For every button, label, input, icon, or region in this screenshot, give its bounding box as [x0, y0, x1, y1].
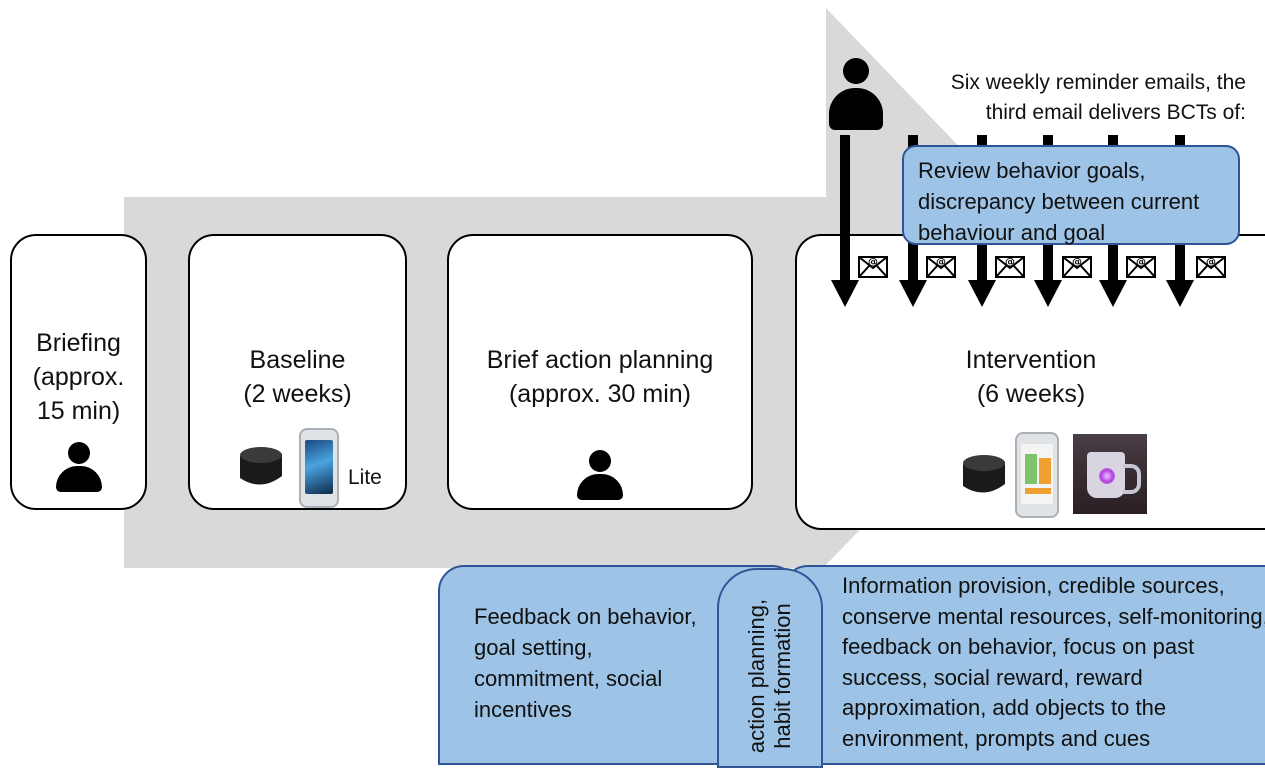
- smartphone-icon: [299, 428, 339, 508]
- svg-text:@: @: [868, 257, 878, 268]
- phase-planning-label: Brief action planning (approx. 30 min): [486, 346, 714, 408]
- bct-box-review-goals: Review behavior goals, discrepancy betwe…: [902, 145, 1240, 245]
- email-envelope-icon: @: [1062, 256, 1092, 278]
- email-envelope-icon: @: [1126, 256, 1156, 278]
- svg-text:@: @: [1206, 257, 1216, 268]
- smart-mug-photo: [1073, 434, 1147, 514]
- person-icon: [829, 58, 883, 132]
- bct-habit-text: action planning, habit formation: [744, 598, 795, 753]
- email-envelope-icon: @: [1196, 256, 1226, 278]
- svg-text:@: @: [1136, 257, 1146, 268]
- wearable-ring-icon: [240, 447, 282, 485]
- phase-intervention: Intervention (6 weeks): [795, 234, 1265, 530]
- svg-text:@: @: [1072, 257, 1082, 268]
- person-icon: [577, 450, 623, 500]
- phase-baseline: Baseline (2 weeks) Lite: [188, 234, 407, 510]
- svg-text:@: @: [936, 257, 946, 268]
- app-label: Lite: [348, 466, 382, 489]
- email-envelope-icon: @: [995, 256, 1025, 278]
- email-arrow: [831, 135, 859, 307]
- bct-box-intervention: Information provision, credible sources,…: [782, 565, 1265, 765]
- bct-review-text: Review behavior goals, discrepancy betwe…: [918, 158, 1200, 245]
- svg-text:@: @: [1005, 257, 1015, 268]
- smartphone-app-icon: [1015, 432, 1059, 518]
- phase-intervention-label: Intervention (6 weeks): [965, 346, 1097, 408]
- bct-intervention-text: Information provision, credible sources,…: [842, 573, 1265, 751]
- wearable-ring-icon: [963, 455, 1005, 493]
- phase-baseline-label: Baseline (2 weeks): [243, 346, 352, 408]
- phase-action-planning: Brief action planning (approx. 30 min): [447, 234, 753, 510]
- reminder-emails-text: Six weekly reminder emails, the third em…: [950, 71, 1246, 124]
- email-envelope-icon: @: [858, 256, 888, 278]
- bct-box-habit-formation: action planning, habit formation: [717, 568, 823, 768]
- bct-planning-text: Feedback on behavior, goal setting, comm…: [474, 604, 697, 722]
- email-envelope-icon: @: [926, 256, 956, 278]
- phase-briefing-label: Briefing (approx. 15 min): [32, 329, 125, 425]
- person-icon: [56, 442, 102, 492]
- phase-briefing: Briefing (approx. 15 min): [10, 234, 147, 510]
